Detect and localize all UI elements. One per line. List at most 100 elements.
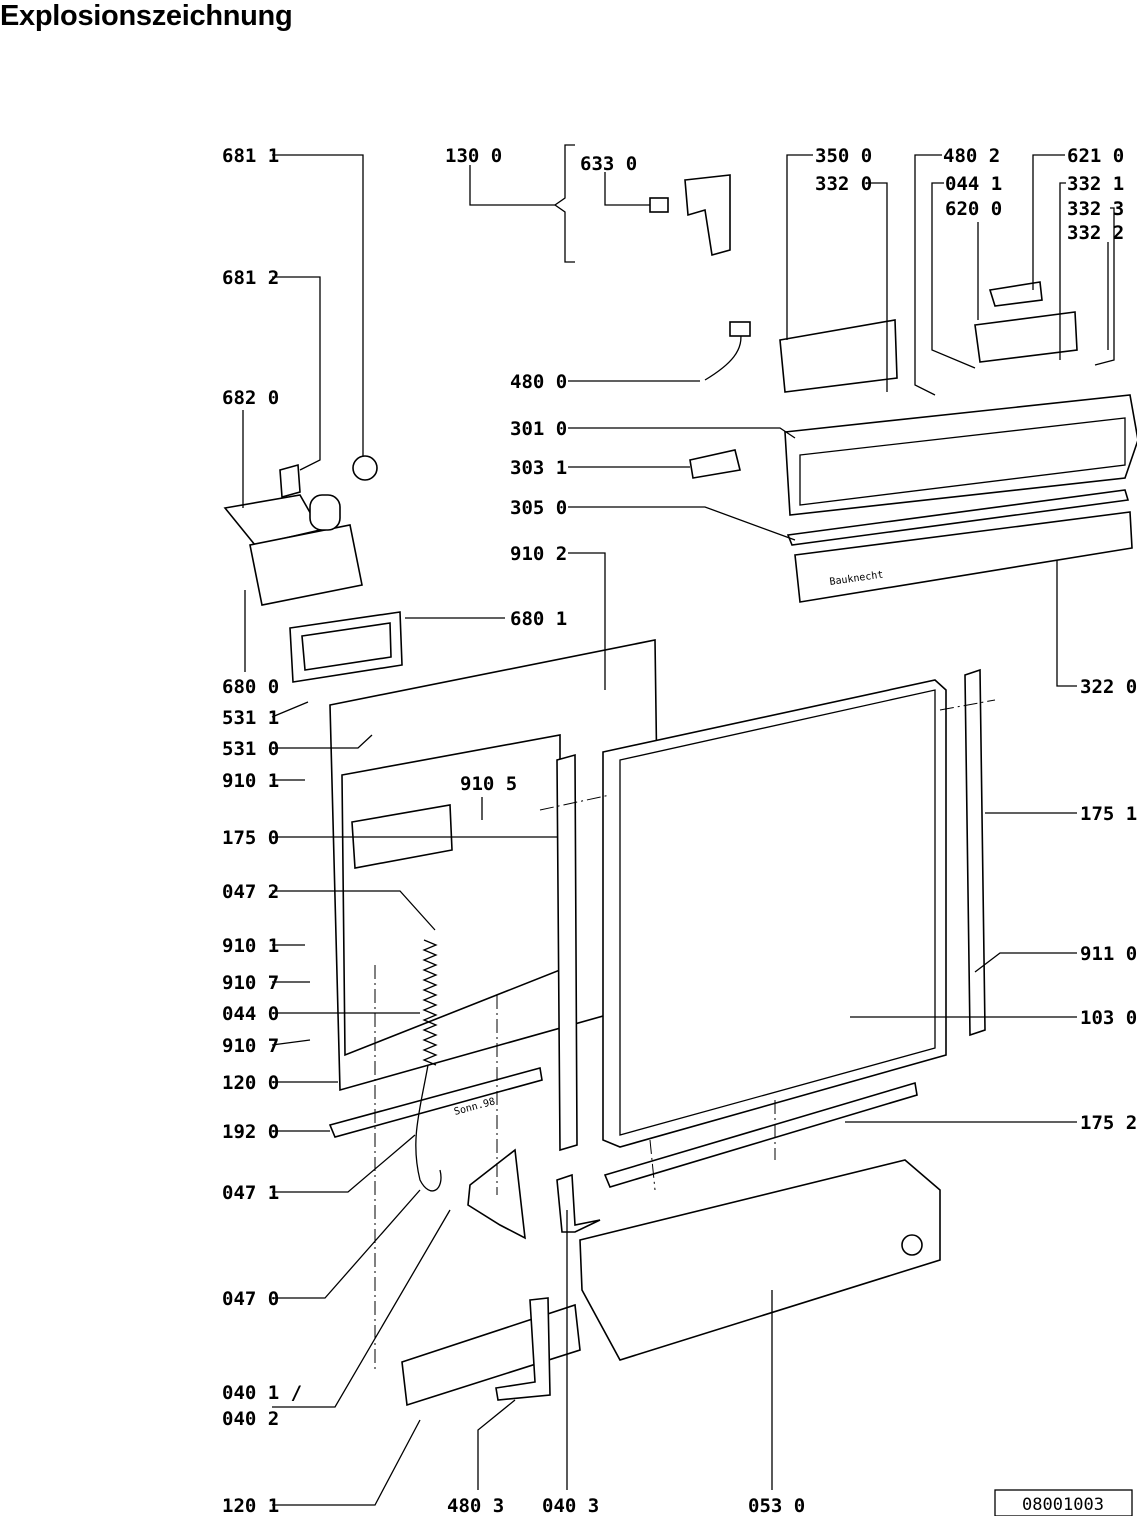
part-label: 910 2 [510, 543, 567, 565]
axis-line [539, 794, 611, 811]
bracket-040-3 [556, 1173, 601, 1233]
module-621 [988, 281, 1043, 307]
part-label: 322 0 [1080, 676, 1137, 698]
part-label: 531 0 [222, 738, 279, 760]
part-label: 047 1 [222, 1182, 279, 1204]
leader-line [568, 552, 606, 690]
clip [279, 463, 301, 499]
part-label: 047 2 [222, 881, 279, 903]
leader-line [272, 154, 364, 456]
part-label: 682 0 [222, 387, 279, 409]
part-label: 040 2 [222, 1408, 279, 1430]
part-label: 332 1 [1067, 173, 1124, 195]
part-label: 680 1 [510, 608, 567, 630]
leader-line [271, 701, 309, 718]
leader-line [272, 1134, 416, 1193]
leader-line [867, 182, 888, 392]
part-label: 480 3 [447, 1495, 504, 1516]
axis-line [649, 1139, 656, 1191]
leader-line [568, 506, 796, 541]
panel-strip-305 [786, 489, 1130, 546]
bracket-480-3 [495, 1297, 551, 1401]
part-label: 633 0 [580, 153, 637, 175]
cap-circle [352, 455, 378, 481]
door-front-face [619, 689, 936, 1136]
gasket-inner [301, 622, 392, 671]
leader-line [1059, 182, 1066, 360]
part-label: 332 0 [815, 173, 872, 195]
cable-480 [704, 329, 742, 381]
part-label: 621 0 [1067, 145, 1124, 167]
door-front [602, 679, 947, 1148]
plinth-hole [901, 1234, 923, 1256]
part-label: 130 0 [445, 145, 502, 167]
leader-lines [242, 154, 1115, 1506]
part-label: 480 0 [510, 371, 567, 393]
part-label: 910 1 [222, 770, 279, 792]
part-label: 332 3 [1067, 198, 1124, 220]
part-label: 910 7 [222, 972, 279, 994]
part-label: 044 1 [945, 173, 1002, 195]
bottom-strip-192 [328, 1066, 543, 1138]
control-panel-face [799, 417, 1126, 506]
page-title: Explosionszeichnung [0, 0, 293, 32]
part-label: 040 1 / [222, 1382, 302, 1404]
dispenser-cylinder [309, 494, 341, 531]
rope [415, 1064, 442, 1192]
drawing-number-box [994, 1489, 1133, 1516]
part-label: 044 0 [222, 1003, 279, 1025]
side-strip-left [556, 753, 578, 1152]
spring [422, 939, 438, 1066]
part-label: 680 0 [222, 676, 279, 698]
leader-line [272, 1419, 421, 1506]
leader-line [469, 165, 555, 206]
electronic-module-350 [779, 319, 898, 393]
control-panel [784, 394, 1137, 516]
leader-line [477, 1399, 516, 1490]
leader-line [272, 1209, 451, 1408]
parts-layer: Bauknecht Sonn.98 08001003 [223, 144, 1137, 1516]
part-label: 301 0 [510, 418, 567, 440]
leader-line [1094, 207, 1115, 366]
leader-line [1056, 560, 1077, 687]
switch-130 [684, 174, 731, 257]
part-label: 053 0 [748, 1495, 805, 1516]
part-label: 175 2 [1080, 1112, 1137, 1134]
drawing-number: 08001003 [1022, 1495, 1104, 1515]
part-label: 305 0 [510, 497, 567, 519]
leader-line [974, 952, 1077, 973]
bracket-120-1 [401, 1303, 581, 1407]
part-label: 480 2 [943, 145, 1000, 167]
leader-line [786, 154, 813, 340]
leader-line [604, 172, 650, 206]
leader-line [568, 427, 796, 439]
part-label: 910 7 [222, 1035, 279, 1057]
leader-line [931, 182, 976, 369]
dispenser-body [249, 524, 363, 606]
leader-line [272, 1189, 421, 1299]
part-label: 620 0 [945, 198, 1002, 220]
side-strip-right [964, 668, 986, 1037]
part-label: 910 5 [460, 773, 517, 795]
fascia-322 [794, 511, 1133, 603]
part-label: 332 2 [1067, 222, 1124, 244]
leader-line [914, 154, 942, 396]
bottom-strip-175-2 [603, 1081, 918, 1188]
part-label: 047 0 [222, 1288, 279, 1310]
part-label: 120 1 [222, 1495, 279, 1516]
part-label: 303 1 [510, 457, 567, 479]
leader-line [272, 890, 436, 931]
part-label: 192 0 [222, 1121, 279, 1143]
module-620 [974, 311, 1078, 363]
leader-line [1032, 154, 1065, 290]
part-label: 911 0 [1080, 943, 1137, 965]
axis-line [939, 699, 996, 711]
plinth [579, 1159, 941, 1361]
leader-line [272, 276, 321, 471]
part-label: 350 0 [815, 145, 872, 167]
part-label: 175 1 [1080, 803, 1137, 825]
part-label: 040 3 [542, 1495, 599, 1516]
part-label: 103 0 [1080, 1007, 1137, 1029]
